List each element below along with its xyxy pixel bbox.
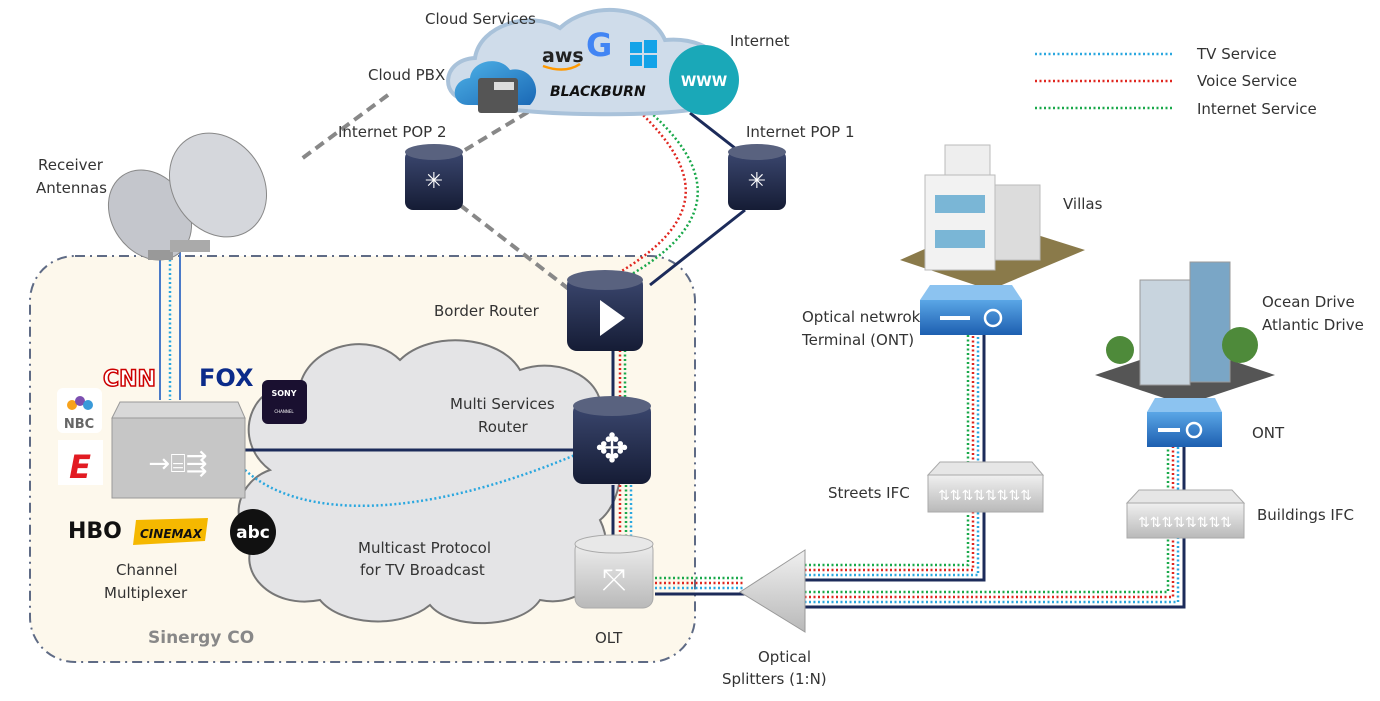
internet-label: Internet: [730, 32, 790, 50]
aws-logo: aws: [542, 45, 584, 67]
mux-label-line2: Multiplexer: [104, 584, 188, 602]
cloud-pbx-label: Cloud PBX: [368, 66, 445, 84]
ocean-building-icon: [1095, 261, 1275, 405]
google-logo: G: [586, 26, 612, 64]
splitter-label-line2: Splitters (1:N): [722, 670, 827, 688]
router-star-icon: ✳: [425, 169, 443, 194]
legend-internet-label: Internet Service: [1197, 100, 1317, 118]
pop1-label: Internet POP 1: [746, 123, 855, 141]
hbo-logo: HBO: [68, 519, 122, 544]
ont2-device: [1147, 398, 1222, 447]
cinemax-logo: CINEMAX: [140, 527, 203, 541]
villas-label: Villas: [1063, 195, 1103, 213]
olt-device: ⤧: [574, 534, 654, 609]
optical-splitter-icon: [739, 549, 806, 633]
blackburn-logo: BLACKBURN: [550, 84, 646, 100]
border-router-label: Border Router: [434, 302, 540, 320]
ocean-label-line1: Ocean Drive: [1262, 293, 1355, 311]
ifc-ports-icon: ⇅⇅⇅⇅⇅⇅⇅⇅: [938, 488, 1032, 504]
ifc-ports-icon: ⇅⇅⇅⇅⇅⇅⇅⇅: [1138, 515, 1232, 531]
ont2-label: ONT: [1252, 424, 1285, 442]
router-arrows-icon: ✥: [595, 426, 629, 472]
streets-ifc-device: ⇅⇅⇅⇅⇅⇅⇅⇅: [926, 461, 1045, 513]
villas-building-icon: [900, 144, 1085, 290]
streets-ifc-label: Streets IFC: [828, 484, 910, 502]
internet-globe-icon: WWW: [669, 45, 739, 115]
buildings-ifc-label: Buildings IFC: [1257, 506, 1354, 524]
multicast-label-line1: Multicast Protocol: [358, 539, 491, 557]
ont1-device: [920, 285, 1022, 335]
buildings-ifc-device: ⇅⇅⇅⇅⇅⇅⇅⇅: [1125, 489, 1246, 539]
multi-services-router: ✥: [573, 396, 651, 484]
olt-cross-arrows-icon: ⤧: [602, 563, 626, 598]
espn-logo: E: [69, 448, 91, 486]
ont1-label-line2: Terminal (ONT): [801, 331, 914, 349]
multiplexer-arrows-icon: →⌸⇶: [148, 449, 207, 479]
channel-multiplexer: →⌸⇶: [111, 401, 246, 499]
fox-logo: FOX: [199, 364, 254, 392]
olt-label: OLT: [595, 629, 623, 647]
svg-text:CHANNEL: CHANNEL: [274, 409, 294, 414]
nbc-logo: NBC: [64, 417, 94, 432]
border-router: [567, 270, 643, 351]
legend-tv-label: TV Service: [1196, 45, 1277, 63]
ont1-label-line1: Optical netwrok: [802, 308, 921, 326]
internet-pop2-router: ✳: [405, 144, 463, 210]
multicast-label-line2: for TV Broadcast: [360, 561, 485, 579]
aws-smile-icon: [542, 62, 581, 71]
cloud-services-label: Cloud Services: [425, 10, 536, 28]
cloud-pbx-icon: [454, 61, 537, 113]
router-star-icon: ✳: [748, 169, 766, 194]
multicast-cloud: [237, 339, 622, 625]
receiver-antennas-icon: [107, 132, 268, 261]
windows-logo-icon: [630, 40, 657, 68]
cnn-logo: CNN: [103, 367, 156, 392]
svg-text:WWW: WWW: [681, 74, 727, 90]
ocean-label-line2: Atlantic Drive: [1262, 316, 1364, 334]
channel-logos: CNN FOX NBC E SONY CHANNEL HBO CINEMAX a…: [57, 364, 307, 555]
antennas-label-line2: Antennas: [36, 179, 107, 197]
legend: TV Service Voice Service Internet Servic…: [1035, 45, 1317, 118]
antennas-label-line1: Receiver: [38, 156, 104, 174]
legend-voice-label: Voice Service: [1197, 72, 1297, 90]
cloud-services: Cloud Services aws G BLACKBURN Cloud PBX…: [368, 7, 790, 117]
mux-label-line1: Channel: [116, 561, 178, 579]
msr-label-line2: Router: [478, 418, 529, 436]
abc-logo: abc: [236, 523, 270, 543]
msr-label-line1: Multi Services: [450, 395, 555, 413]
pop2-label: Internet POP 2: [338, 123, 447, 141]
splitter-label-line1: Optical: [758, 648, 811, 666]
co-label: Sinergy CO: [148, 628, 254, 648]
internet-pop1-router: ✳: [728, 144, 786, 210]
play-arrow-icon: [600, 300, 625, 336]
sony-logo: SONY: [271, 389, 296, 398]
